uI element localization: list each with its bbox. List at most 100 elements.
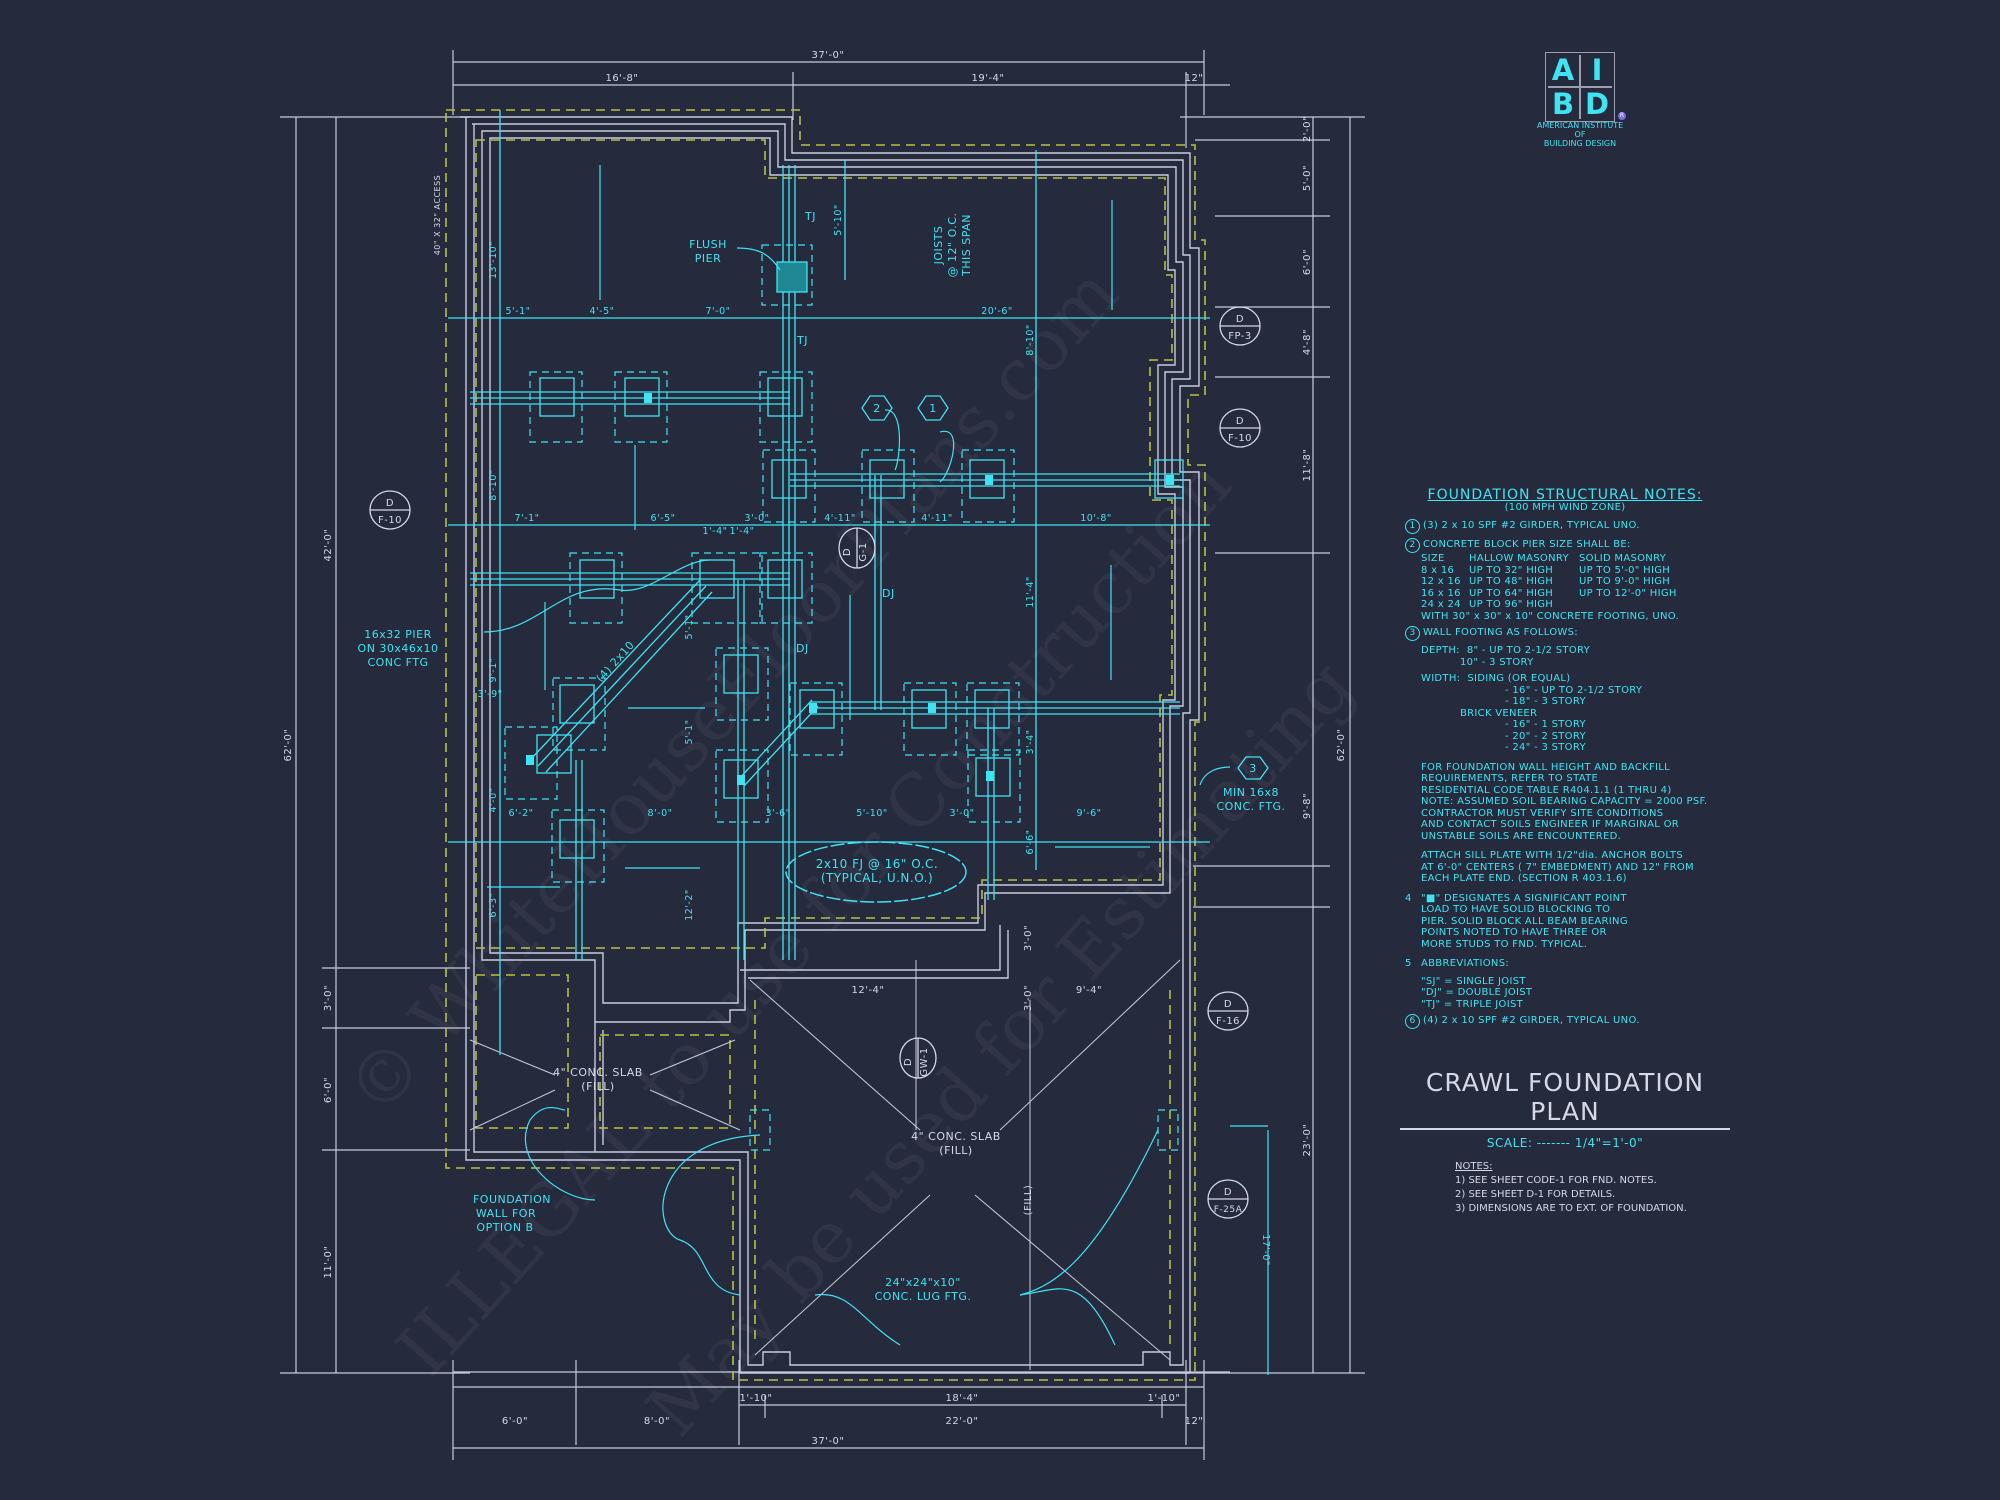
svg-text:9'-1": 9'-1" bbox=[488, 658, 499, 683]
slab-text: 4" CONC. SLAB (FILL) 4" CONC. SLAB (FILL… bbox=[553, 1066, 1001, 1157]
hex-2-icon: 2 bbox=[1405, 538, 1420, 553]
registered-mark: R bbox=[1618, 112, 1626, 120]
logo-letter-a: A bbox=[1551, 53, 1575, 87]
note-4-line: PIER. SOLID BLOCK ALL BEAM BEARING bbox=[1421, 915, 1628, 927]
abbr-dj: "DJ" = DOUBLE JOIST bbox=[1421, 987, 1533, 998]
dimension-text: 37'-0" 16'-8" 19'-4" 12" 37'-0" 6'-0" 8'… bbox=[283, 50, 1347, 1447]
note-4: 4 "■" DESIGNATES A SIGNIFICANT POINT LOA… bbox=[1405, 893, 1725, 951]
svg-text:3'-0": 3'-0" bbox=[1023, 925, 1034, 951]
td: UP TO 12'-0" HIGH bbox=[1579, 587, 1677, 599]
general-note-3: 3) DIMENSIONS ARE TO EXT. OF FOUNDATION. bbox=[1455, 1203, 1687, 1214]
general-notes-header: NOTES: bbox=[1455, 1161, 1493, 1172]
svg-text:6'-0": 6'-0" bbox=[502, 1416, 528, 1427]
flush-pier-hatched bbox=[776, 261, 808, 293]
svg-text:3'-4": 3'-4" bbox=[1025, 730, 1036, 755]
svg-text:5'-1": 5'-1" bbox=[506, 306, 531, 317]
svg-text:D: D bbox=[386, 498, 394, 509]
svg-text:4'-0": 4'-0" bbox=[488, 788, 499, 813]
td: UP TO 64" HIGH bbox=[1469, 587, 1554, 599]
svg-text:PIER: PIER bbox=[695, 252, 721, 265]
svg-text:1'-4": 1'-4" bbox=[730, 526, 755, 537]
width-b1: - 16" - 1 STORY bbox=[1505, 719, 1586, 730]
general-note-1: 1) SEE SHEET CODE-1 FOR FND. NOTES. bbox=[1455, 1175, 1657, 1186]
svg-text:6'-0": 6'-0" bbox=[323, 1077, 334, 1103]
svg-text:FOUNDATION: FOUNDATION bbox=[473, 1193, 551, 1206]
width-siding: SIDING (OR EQUAL) bbox=[1467, 673, 1571, 684]
svg-text:ON 30x46x10: ON 30x46x10 bbox=[358, 642, 439, 655]
note-4-num: 4 bbox=[1405, 892, 1412, 904]
svg-text:13'-10": 13'-10" bbox=[488, 241, 499, 279]
svg-text:G-1: G-1 bbox=[858, 542, 869, 561]
note-4-body: "■" DESIGNATES A SIGNIFICANT POINT LOAD … bbox=[1421, 893, 1628, 951]
hex-3-icon: 3 bbox=[1405, 626, 1420, 641]
depth-label: DEPTH: bbox=[1421, 645, 1460, 656]
hex-6-icon: 6 bbox=[1405, 1014, 1420, 1029]
section-marker-text: D FP-3 D F-10 D F-10 D F-16 D F-25A D G-… bbox=[378, 314, 1252, 1215]
svg-text:1'-4": 1'-4" bbox=[703, 526, 728, 537]
svg-text:12'-2": 12'-2" bbox=[684, 889, 695, 921]
svg-text:5'-0": 5'-0" bbox=[1302, 165, 1313, 191]
svg-text:(4) 2x10: (4) 2x10 bbox=[594, 639, 638, 685]
svg-text:10'-8": 10'-8" bbox=[1080, 513, 1112, 524]
hex-callout-numbers: 2 1 3 bbox=[873, 402, 1256, 775]
svg-text:WALL FOR: WALL FOR bbox=[476, 1207, 536, 1220]
plan-title: CRAWL FOUNDATION PLAN bbox=[1400, 1068, 1730, 1130]
depth-1: 8" - UP TO 2-1/2 STORY bbox=[1466, 645, 1591, 656]
svg-text:6'-3": 6'-3" bbox=[488, 893, 499, 918]
pier-table-footer: WITH 30" x 30" x 10" CONCRETE FOOTING, U… bbox=[1421, 610, 1680, 622]
svg-text:8'-10": 8'-10" bbox=[488, 469, 499, 501]
note-4-line: POINTS NOTED TO HAVE THREE OR bbox=[1421, 927, 1607, 938]
svg-text:5'-1": 5'-1" bbox=[684, 615, 695, 640]
width-b3: - 24" - 3 STORY bbox=[1505, 742, 1586, 753]
td: UP TO 32" HIGH bbox=[1469, 564, 1554, 576]
svg-text:D: D bbox=[1224, 1187, 1232, 1198]
svg-text:JOISTS: JOISTS bbox=[932, 226, 945, 266]
garage-slab-lines bbox=[469, 959, 1181, 1370]
svg-text:7'-1": 7'-1" bbox=[515, 513, 540, 524]
width-label: WIDTH: bbox=[1421, 673, 1461, 684]
svg-text:22'-0": 22'-0" bbox=[945, 1416, 978, 1427]
logo-divider-h bbox=[1548, 86, 1612, 88]
svg-text:16x32 PIER: 16x32 PIER bbox=[364, 628, 431, 641]
svg-text:18'-4": 18'-4" bbox=[945, 1393, 978, 1404]
svg-text:GW-1: GW-1 bbox=[919, 1047, 930, 1076]
abbr-sj: "SJ" = SINGLE JOIST bbox=[1421, 975, 1526, 987]
para-1-line: REQUIREMENTS, REFER TO STATE bbox=[1421, 773, 1599, 784]
svg-text:(FILL): (FILL) bbox=[939, 1144, 972, 1157]
svg-text:3'-0": 3'-0" bbox=[1023, 985, 1034, 1011]
svg-text:4'-11": 4'-11" bbox=[921, 513, 953, 524]
svg-text:5'-10": 5'-10" bbox=[833, 204, 844, 236]
svg-text:37'-0": 37'-0" bbox=[811, 50, 844, 61]
para-2-line: EACH PLATE END. (SECTION R 403.1.6) bbox=[1421, 873, 1627, 884]
logo-name: AMERICAN INSTITUTE OF BUILDING DESIGN bbox=[1520, 121, 1640, 148]
pier-table: SIZE HALLOW MASONRY SOLID MASONRY 8 x 16… bbox=[1405, 553, 1725, 611]
svg-text:16'-8": 16'-8" bbox=[605, 73, 638, 84]
structural-notes: FOUNDATION STRUCTURAL NOTES: (100 MPH WI… bbox=[1405, 488, 1725, 1029]
svg-text:6'-5": 6'-5" bbox=[651, 513, 676, 524]
svg-text:3'-0": 3'-0" bbox=[745, 513, 770, 524]
svg-text:8'-10": 8'-10" bbox=[1025, 324, 1036, 356]
td: 8 x 16 bbox=[1421, 564, 1455, 576]
fj-revision-cloud bbox=[785, 841, 967, 903]
svg-text:4'-11": 4'-11" bbox=[824, 513, 856, 524]
foundation-walls bbox=[460, 116, 1200, 1374]
td: UP TO 5'-0" HIGH bbox=[1579, 564, 1671, 576]
callout-text: FLUSH PIER TJ TJ DJ DJ JOISTS @ 12" O.C.… bbox=[358, 210, 1286, 1303]
svg-text:12'-4": 12'-4" bbox=[851, 985, 884, 996]
svg-text:CONC. FTG.: CONC. FTG. bbox=[1216, 800, 1285, 813]
td: UP TO 9'-0" HIGH bbox=[1579, 576, 1671, 587]
svg-text:2: 2 bbox=[873, 402, 881, 415]
dim-17ft bbox=[1230, 1125, 1269, 1375]
svg-text:(FILL): (FILL) bbox=[581, 1080, 614, 1093]
logo-letter-i: I bbox=[1591, 53, 1603, 87]
svg-text:TJ: TJ bbox=[804, 210, 816, 223]
logo-name-line1: AMERICAN INSTITUTE bbox=[1536, 121, 1624, 130]
note-4-line: "■" DESIGNATES A SIGNIFICANT POINT bbox=[1421, 892, 1627, 904]
svg-text:4" CONC. SLAB: 4" CONC. SLAB bbox=[911, 1130, 1001, 1143]
svg-text:9'-4": 9'-4" bbox=[1076, 985, 1102, 996]
svg-text:1: 1 bbox=[929, 402, 937, 415]
svg-text:DJ: DJ bbox=[882, 587, 895, 600]
